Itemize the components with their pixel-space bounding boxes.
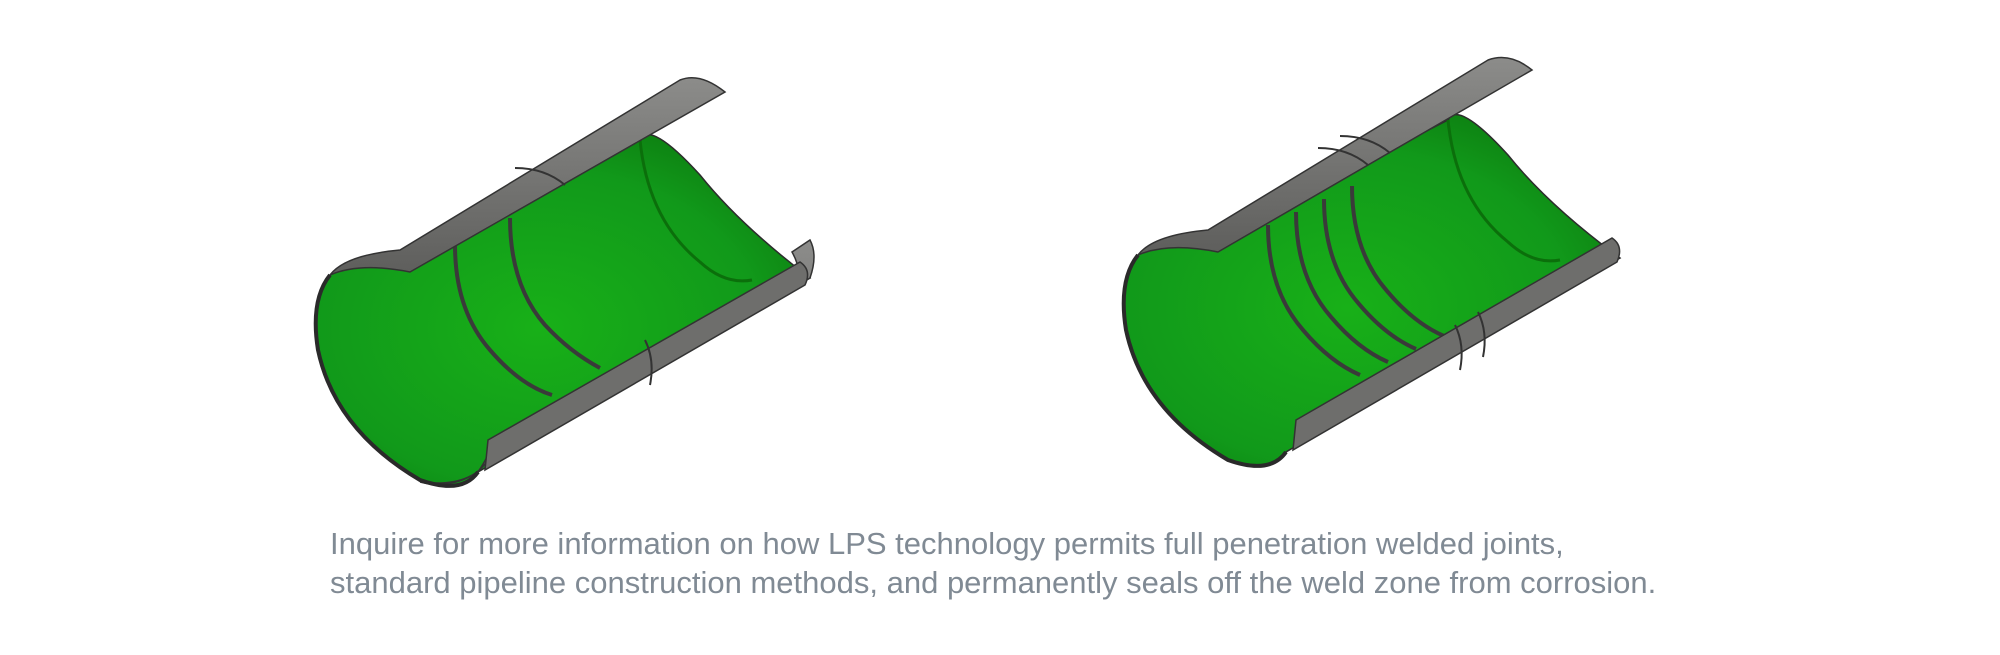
joint-seam-top-left [514,167,566,186]
pipe-near-rim-left [313,273,480,488]
interior-band-right-2 [1294,211,1389,364]
interior-band-right-3 [1322,198,1417,351]
interior-band-right-4 [1350,185,1445,338]
caption-text: Inquire for more information on how LPS … [330,524,1980,602]
interior-band-left-2 [508,217,601,370]
pipe-shell-top-right [1135,56,1534,257]
caption-line-2: standard pipeline construction methods, … [330,565,1657,600]
pipe-section-left [313,77,815,488]
pipe-shell-side-left [484,261,809,472]
interior-band-left-1 [453,244,553,397]
caption-line-1: Inquire for more information on how LPS … [330,526,1564,561]
pipe-shell-top-left [327,77,727,277]
pipe-near-rim-right [1121,253,1288,468]
pipe-far-opening-right [1446,119,1561,263]
interior-band-right-1 [1266,224,1361,377]
joint-seam-top-right-2 [1339,135,1391,154]
joint-seam-top-right [1317,147,1369,166]
pipe-shell-side-right [1292,237,1621,452]
joint-seam-bottom-right-2 [1477,311,1486,358]
pipe-far-opening-left [638,139,753,283]
joint-seam-bottom-right [1454,324,1463,371]
pipe-section-right [1121,56,1622,468]
joint-seam-bottom-left [644,339,653,386]
